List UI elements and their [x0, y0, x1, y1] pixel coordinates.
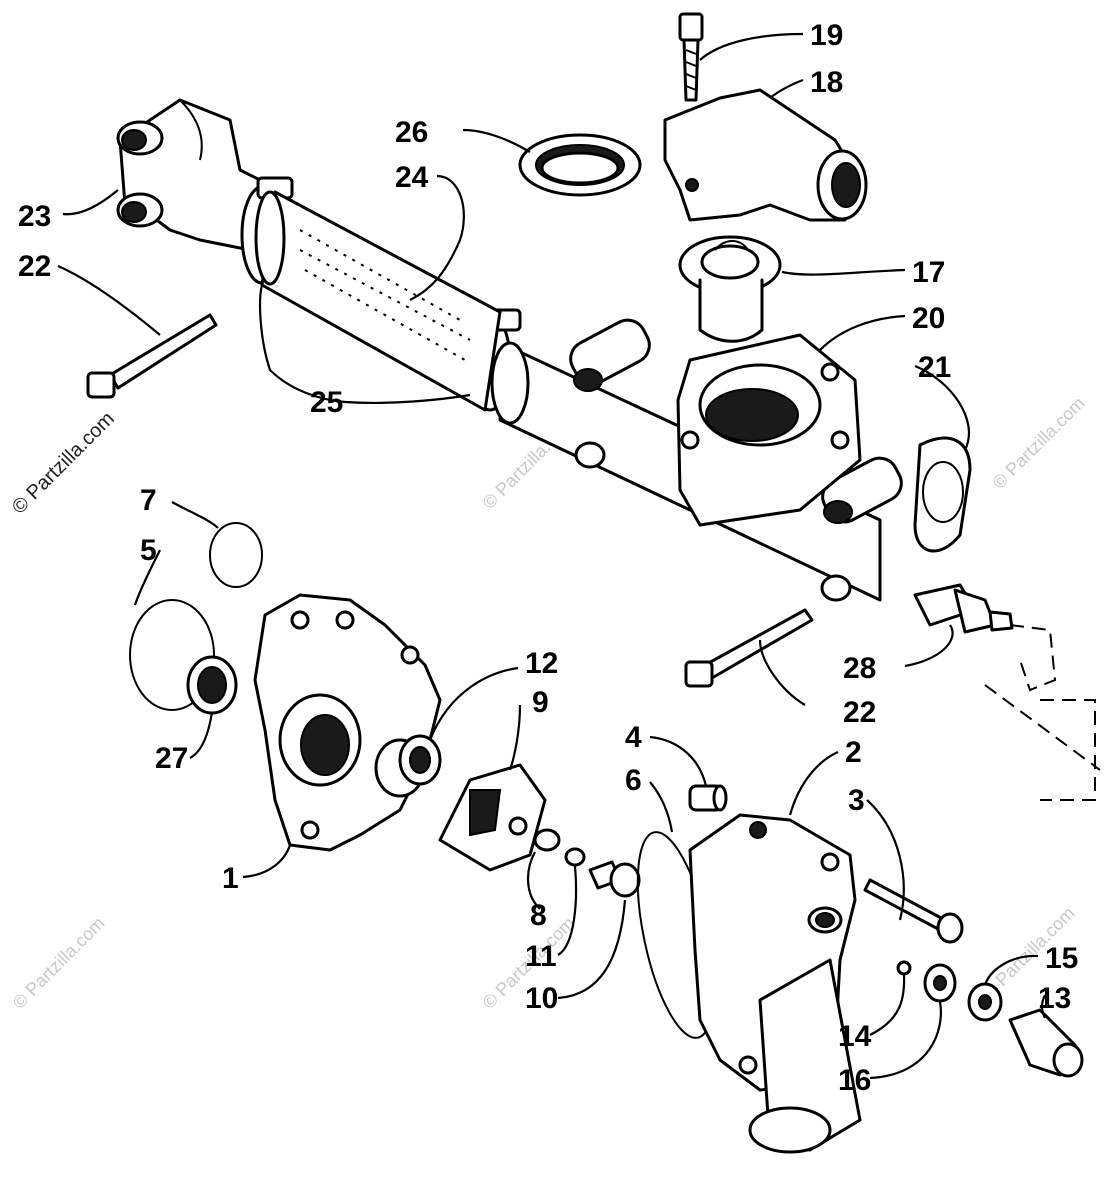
outlet-elbow-part-18	[663, 88, 868, 222]
callout-22-upper: 22	[18, 250, 51, 283]
bolt-part-19	[678, 12, 704, 102]
washer-part-11	[564, 847, 586, 867]
callout-4: 4	[625, 721, 642, 754]
temperature-sensor-part-28	[913, 583, 1014, 634]
callout-26: 26	[395, 116, 428, 149]
coolant-hose-part-24	[254, 190, 502, 412]
callout-24: 24	[395, 161, 429, 194]
watermark-primary: © Partzilla.com	[8, 408, 119, 519]
o-ring-part-7	[209, 522, 263, 588]
callout-28: 28	[843, 652, 876, 685]
callout-6: 6	[625, 764, 642, 797]
bolt-part-22	[86, 313, 218, 399]
callout-1: 1	[222, 862, 239, 895]
callout-14: 14	[838, 1020, 872, 1053]
callout-3: 3	[848, 784, 865, 817]
washer-part-8	[533, 828, 561, 852]
pin-part-4	[688, 784, 728, 812]
bolt-part-22	[684, 608, 814, 688]
callout-10: 10	[525, 982, 558, 1015]
callout-11: 11	[525, 940, 557, 973]
o-ring-part-5	[129, 599, 215, 711]
wire-connector-outline	[984, 624, 1101, 801]
callout-12: 12	[525, 647, 558, 680]
callout-13: 13	[1038, 982, 1071, 1015]
callout-16: 16	[838, 1064, 871, 1097]
mechanical-seal-part-12	[374, 734, 442, 798]
seal-ring-part-26	[518, 133, 642, 197]
callout-17: 17	[912, 256, 945, 289]
callout-labels: 19 18 26 24 17 20 21 23 22 25 28 22 7 5 …	[18, 19, 1078, 1097]
callout-5: 5	[140, 534, 157, 567]
impeller-bolt-part-10	[588, 860, 641, 898]
callout-19: 19	[810, 19, 843, 52]
watermark-faded: © Partzilla.com	[9, 913, 109, 1013]
washer-part-15	[967, 982, 1003, 1022]
callout-27: 27	[155, 742, 188, 775]
callout-20: 20	[912, 302, 945, 335]
callout-7: 7	[140, 484, 157, 517]
gasket-part-21	[913, 436, 972, 553]
thermostat-housing-part-20	[676, 333, 862, 527]
pump-cover-part-2	[688, 813, 862, 1154]
washer-part-16	[923, 963, 957, 1003]
o-ring-part-14	[896, 960, 912, 976]
callout-9: 9	[532, 686, 549, 719]
callout-18: 18	[810, 66, 843, 99]
callout-8: 8	[530, 899, 547, 932]
seal-part-27	[186, 655, 238, 715]
callout-21: 21	[918, 351, 951, 384]
bolt-part-3	[863, 878, 964, 944]
drain-plug-part-13	[1008, 1008, 1084, 1078]
callout-22-lower: 22	[843, 696, 876, 729]
callout-25: 25	[310, 386, 343, 419]
leader-lines	[57, 32, 1046, 1080]
watermark-faded: © Partzilla.com	[989, 393, 1089, 493]
pump-housing-part-1	[253, 593, 442, 852]
callout-23: 23	[18, 200, 51, 233]
callout-2: 2	[845, 736, 862, 769]
callout-15: 15	[1045, 942, 1078, 975]
elbow-fitting-part-23	[116, 98, 262, 252]
thermostat-part-17	[678, 235, 782, 343]
impeller-part-9	[438, 763, 547, 872]
